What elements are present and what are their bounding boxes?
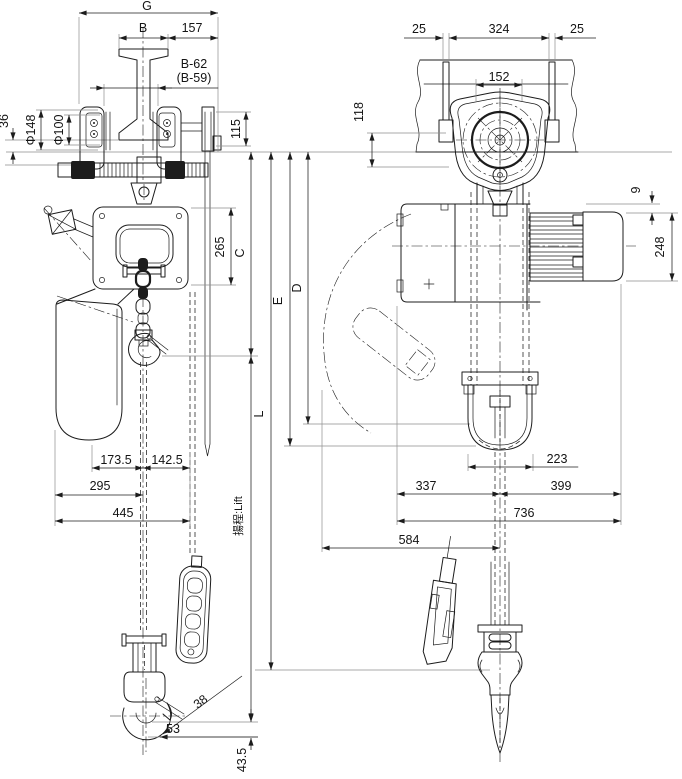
load-chain-front <box>122 258 166 755</box>
hook-raised-front <box>128 329 169 366</box>
pendant-control-front <box>175 555 212 664</box>
cushion-stop <box>47 209 77 235</box>
dim-25-right: 25 <box>570 22 584 36</box>
dim-115: 115 <box>229 119 243 139</box>
dim-265: 265 <box>213 237 227 258</box>
trolley <box>57 106 222 457</box>
side-dimensions: 25 324 25 152 118 9 248 223 <box>321 22 678 552</box>
dim-324: 324 <box>489 22 510 36</box>
dim-dia100: Φ100 <box>52 115 66 146</box>
dim-295: 295 <box>90 479 111 493</box>
pendant-swing-arc <box>323 213 436 434</box>
hook-lowered-side <box>477 452 523 754</box>
dim-d: D <box>290 283 304 292</box>
dim-b59: (B-59) <box>177 71 212 85</box>
front-view: G B 157 B-62 (B-59) 36 Φ148 Φ100 <box>0 0 490 772</box>
dim-9: 9 <box>629 186 643 193</box>
dim-g: G <box>142 0 152 13</box>
dim-c: C <box>233 248 247 257</box>
dim-223: 223 <box>547 452 568 466</box>
dim-e: E <box>271 297 285 305</box>
dim-l: L <box>252 410 266 417</box>
dim-b: B <box>139 21 147 35</box>
chain-container-front <box>55 288 135 441</box>
dim-445: 445 <box>113 506 134 520</box>
hoist-body-front <box>43 205 189 290</box>
hook-lowered-front <box>110 633 188 752</box>
side-view: 25 324 25 152 118 9 248 223 <box>321 22 678 762</box>
dim-b62: B-62 <box>181 57 207 71</box>
dim-399: 399 <box>551 479 572 493</box>
dim-lift-label: 揚程:Lift <box>232 496 245 536</box>
dim-118: 118 <box>352 102 366 122</box>
dim-337: 337 <box>416 479 437 493</box>
dim-152: 152 <box>489 70 510 84</box>
pendant-control-side <box>422 536 457 665</box>
front-dimensions: G B 157 B-62 (B-59) 36 Φ148 Φ100 <box>0 0 490 772</box>
chain-container-side <box>461 192 539 451</box>
i-beam-front <box>118 27 169 182</box>
pendant-cable-front <box>189 292 196 556</box>
dim-736: 736 <box>514 506 535 520</box>
hoist-body-side <box>392 88 636 762</box>
dim-142-5: 142.5 <box>151 453 182 467</box>
dim-38: 38 <box>191 692 211 712</box>
dim-25-left: 25 <box>412 22 426 36</box>
dim-248: 248 <box>653 237 667 258</box>
dim-36: 36 <box>0 114 11 128</box>
dim-53: 53 <box>166 722 180 736</box>
dim-173-5: 173.5 <box>100 453 131 467</box>
dim-157: 157 <box>182 21 203 35</box>
dim-584: 584 <box>399 533 420 547</box>
dim-43-5: 43.5 <box>235 748 249 772</box>
dim-dia148: Φ148 <box>24 115 38 146</box>
